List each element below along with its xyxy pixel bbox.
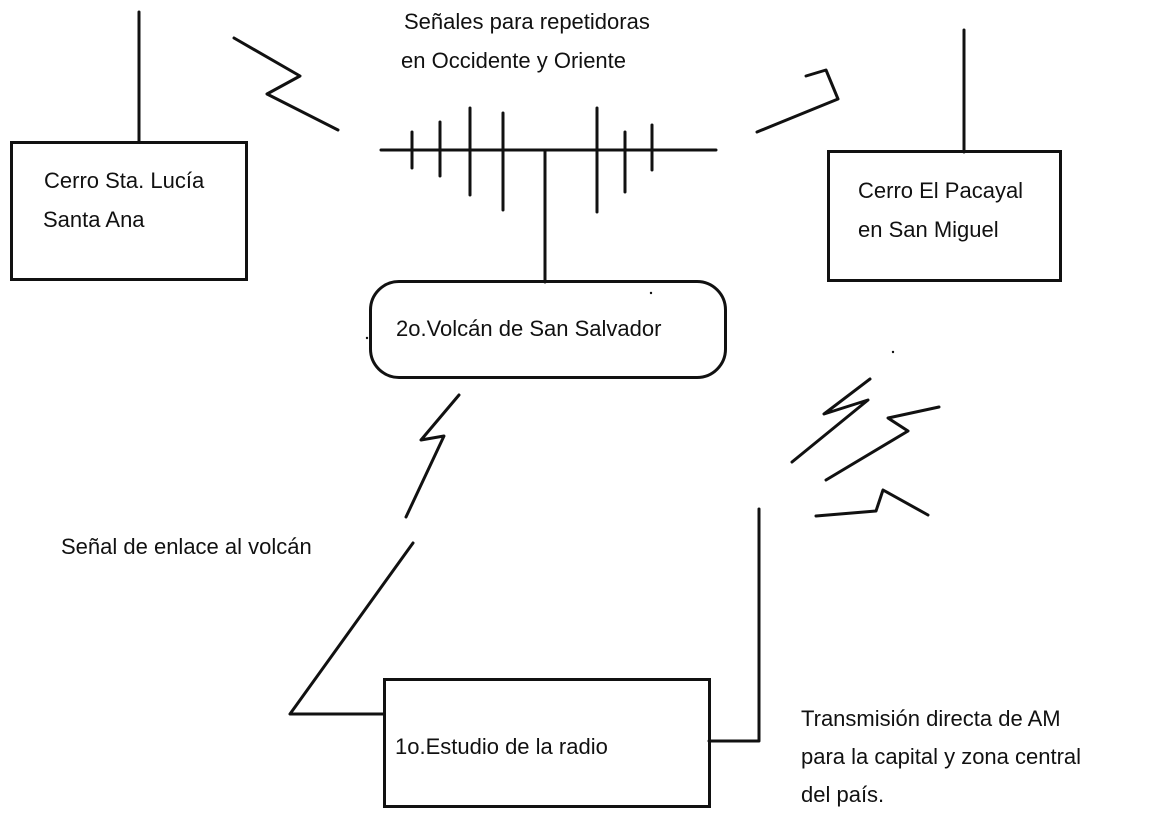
am-transmission-label: Transmisión directa de AM para la capita… [801,702,1081,812]
am-signal-icon-2 [824,405,941,482]
repeater-signals-label: Señales para repetidoras en Occidente y … [401,5,650,78]
studio-box [383,678,711,808]
link-signal-icon [404,393,461,519]
san-miguel-label: Cerro El Pacayal en San Miguel [858,174,1023,247]
am-line3: del país. [801,782,885,807]
santa-ana-box [10,141,248,281]
volcano-box [369,280,727,379]
san-miguel-line2: en San Miguel [858,217,999,242]
am-line2: para la capital y zona central [801,744,1082,769]
santa-ana-line1: Cerro Sta. Lucía [44,168,205,193]
san-miguel-line1: Cerro El Pacayal [858,178,1024,203]
yagi-antenna-icon [379,106,718,284]
studio-label: 1o.Estudio de la radio [395,734,608,759]
santa-ana-line2: Santa Ana [43,207,145,232]
volcano-label: 2o.Volcán de San Salvador [396,316,662,341]
link-signal-label: Señal de enlace al volcán [61,534,312,559]
am-line1: Transmisión directa de AM [801,706,1061,731]
repeater-signals-line2: en Occidente y Oriente [401,48,627,73]
am-signal-icon-3 [814,488,930,518]
signal-to-santa-ana-icon [232,36,340,132]
studio-link-antenna [288,541,415,716]
am-signal-icon-1 [790,377,872,464]
santa-ana-label: Cerro Sta. Lucía Santa Ana [43,164,205,237]
repeater-signals-line1: Señales para repetidoras [404,9,650,34]
san-miguel-box [827,150,1062,282]
signal-to-san-miguel-icon [755,68,840,134]
am-antenna-mast [707,507,761,743]
